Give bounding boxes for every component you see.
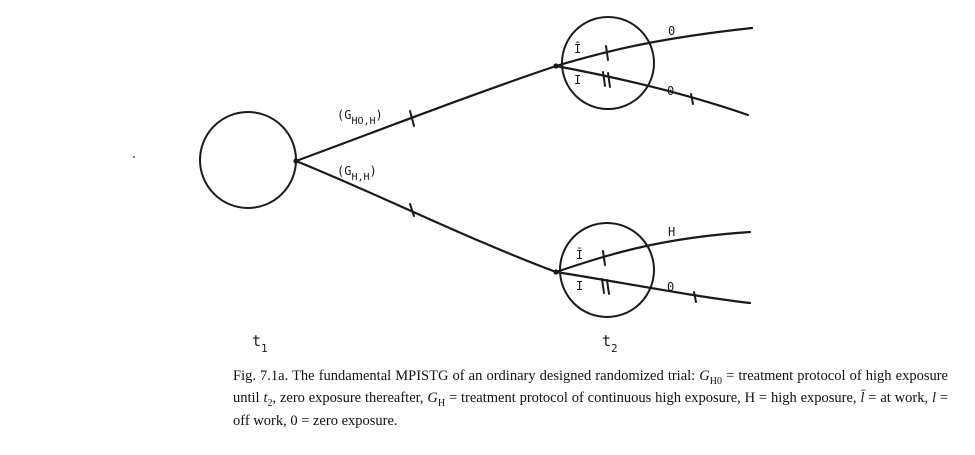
figure-caption: Fig. 7.1a. The fundamental MPISTG of an … [233,368,948,429]
mpistg-diagram: (GHO,H) (GH,H) Ī I 0 0 Ī I H 0 t1 t2 [133,16,754,355]
upper-node-branch-up [554,26,754,68]
upper-node-tick-double-a [602,71,606,87]
upper-bottom-outcome-label: 0 [667,84,674,98]
upper-node-plain-symbol: I [574,73,581,87]
lower-t2-node-circle [559,222,655,318]
upper-branch-label: (GHO,H) [337,108,383,127]
time-label-t2: t2 [602,332,618,355]
upper-node-tick-double-b [607,72,611,88]
upper-branch-tick [409,110,415,127]
lower-node-tick-single [602,250,606,266]
lower-node-outer-tick [693,291,697,303]
upper-t2-node-circle [561,16,655,110]
upper-node-tick-single [605,45,609,61]
lower-node-branch-up [554,230,752,274]
lower-branch-label: (GH,H) [337,164,377,183]
lower-node-bar-symbol: Ī [576,248,583,262]
lower-node-tick-double-b [606,279,610,295]
upper-node-branch-down [554,64,750,117]
stray-dot [133,156,135,158]
lower-branch-tick [409,203,415,217]
lower-top-outcome-label: H [668,225,675,239]
lower-node-tick-double-a [601,278,605,294]
upper-top-outcome-label: 0 [668,24,675,38]
lower-bottom-outcome-label: 0 [667,280,674,294]
lower-main-branch [294,159,558,274]
time-label-t1: t1 [252,332,268,355]
upper-node-bar-symbol: Ī [574,42,581,56]
upper-main-branch [294,64,558,163]
lower-node-branch-down [554,270,752,305]
upper-node-outer-tick [690,93,694,105]
root-node-circle [199,111,297,209]
lower-node-plain-symbol: I [576,279,583,293]
